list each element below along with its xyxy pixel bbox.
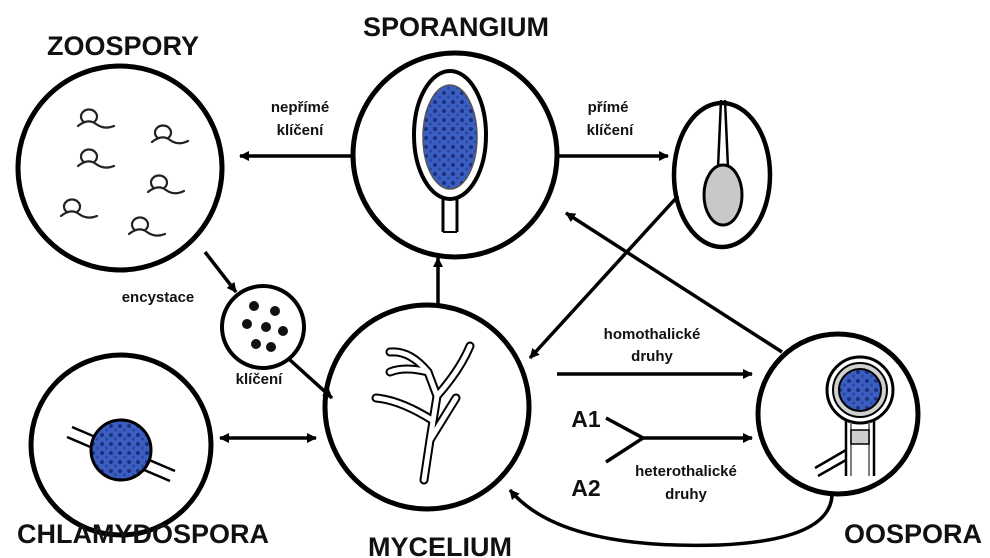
label-mycelium: MYCELIUM: [368, 532, 512, 558]
mycelium-circle: [325, 305, 529, 509]
arrow-cyst-to-mycelium: [290, 360, 332, 398]
direct-germination-circle: [674, 100, 770, 247]
label-neprime-1: nepřímé: [271, 99, 329, 116]
label-prime-2: klíčení: [587, 122, 635, 139]
label-kliceni: klíčení: [236, 371, 284, 388]
label-homothalicke-2: druhy: [631, 348, 673, 365]
label-neprime-2: klíčení: [277, 122, 325, 139]
label-oospora: OOSPORA: [844, 519, 982, 549]
label-chlamydospora: CHLAMYDOSPORA: [17, 519, 269, 549]
cyst-circle: [222, 286, 304, 368]
sporangium-circle: [353, 53, 557, 257]
arrow-zoospory-to-cyst: [205, 252, 236, 292]
label-heterothalicke-2: druhy: [665, 486, 707, 503]
oospora-circle: [758, 334, 918, 494]
label-homothalicke-1: homothalické: [604, 326, 701, 343]
zoospory-circle: [18, 66, 222, 270]
label-encystace: encystace: [122, 289, 195, 306]
label-prime-1: přímé: [588, 99, 629, 116]
chlamydospora-circle: [31, 355, 211, 535]
arrow-heterothallic: [606, 418, 752, 462]
label-heterothalicke-1: heterothalické: [635, 463, 737, 480]
label-zoospory: ZOOSPORY: [47, 31, 199, 61]
label-a2: A2: [571, 475, 600, 501]
label-a1: A1: [571, 406, 601, 432]
label-sporangium: SPORANGIUM: [363, 12, 549, 42]
